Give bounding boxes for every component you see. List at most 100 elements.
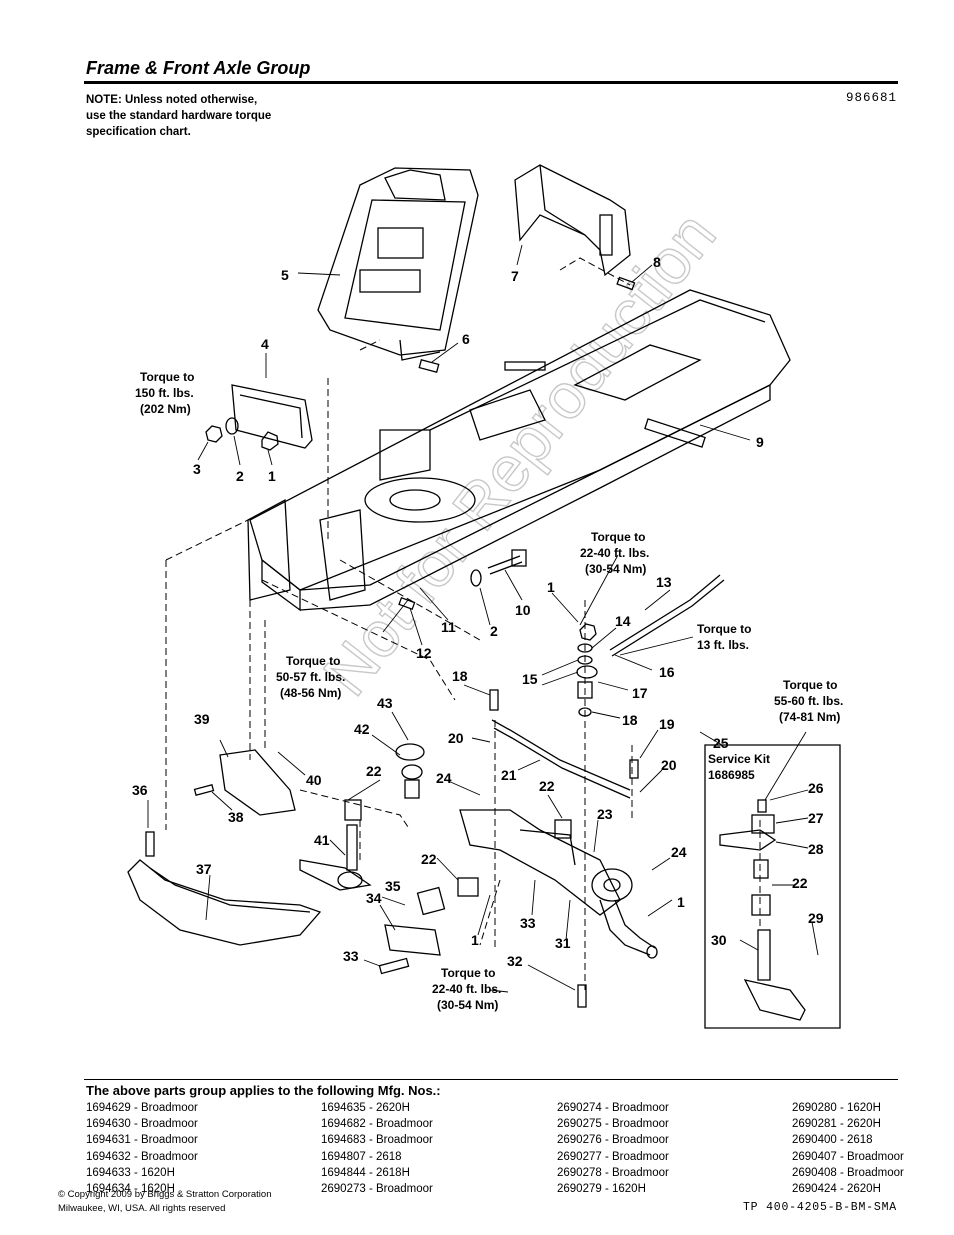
callout-label: 37 bbox=[196, 861, 212, 877]
callout-label: 6 bbox=[462, 331, 470, 347]
callout-label: 28 bbox=[808, 841, 824, 857]
callout-label: 33 bbox=[343, 948, 359, 964]
callout-label: 22 bbox=[539, 778, 555, 794]
torque-spec-13: Torque to 13 ft. lbs. bbox=[697, 622, 751, 652]
callout-label: 5 bbox=[281, 267, 289, 283]
callout-label: 32 bbox=[507, 953, 523, 969]
torque-line: (30-54 Nm) bbox=[437, 998, 498, 1012]
applies-heading: The above parts group applies to the fol… bbox=[86, 1083, 441, 1098]
callout-label: 7 bbox=[511, 268, 519, 284]
torque-line: 22-40 ft. lbs. bbox=[580, 546, 649, 560]
callout-label: 42 bbox=[354, 721, 370, 737]
part-bushings bbox=[344, 799, 572, 916]
torque-line: Torque to bbox=[591, 530, 645, 544]
mfg-number: 2690424 - 2620H bbox=[792, 1183, 881, 1196]
mfg-number: 1694635 - 2620H bbox=[321, 1102, 410, 1114]
part-steering-bracket bbox=[514, 164, 631, 277]
part-drag-link bbox=[491, 719, 631, 799]
callout-label: 34 bbox=[366, 890, 382, 906]
torque-line: (74-81 Nm) bbox=[779, 710, 840, 724]
callout-label: 26 bbox=[808, 780, 824, 796]
callout-label: 29 bbox=[808, 910, 824, 926]
callout-label: 4 bbox=[261, 336, 269, 352]
callout-label: 20 bbox=[448, 730, 464, 746]
callout-label: 23 bbox=[597, 806, 613, 822]
torque-spec-22-40-lower: Torque to 22-40 ft. lbs. (30-54 Nm) bbox=[432, 966, 501, 1012]
callout-label: 41 bbox=[314, 832, 330, 848]
callout-label: 43 bbox=[377, 695, 393, 711]
torque-line: 22-40 ft. lbs. bbox=[432, 982, 501, 996]
torque-line: (48-56 Nm) bbox=[280, 686, 341, 700]
leader-lines bbox=[147, 244, 819, 993]
callout-label: 15 bbox=[522, 671, 538, 687]
callout-label: 24 bbox=[436, 770, 452, 786]
torque-line: 150 ft. lbs. bbox=[135, 386, 194, 400]
mfg-number: 2690274 - Broadmoor bbox=[557, 1102, 669, 1114]
callout-label: 35 bbox=[385, 878, 401, 894]
callout-label: 22 bbox=[792, 875, 808, 891]
part-bumper-bracket bbox=[219, 749, 296, 816]
callout-label: 16 bbox=[659, 664, 675, 680]
part-pivot-stack bbox=[576, 623, 598, 717]
callout-label: 38 bbox=[228, 809, 244, 825]
callout-label: 39 bbox=[194, 711, 210, 727]
mfg-column-1: 1694629 - Broadmoor 1694630 - Broadmoor … bbox=[86, 1100, 198, 1197]
torque-line: Torque to bbox=[441, 966, 495, 980]
callout-label: 31 bbox=[555, 935, 571, 951]
mfg-number: 2690278 - Broadmoor bbox=[557, 1166, 669, 1179]
torque-line: 55-60 ft. lbs. bbox=[774, 694, 843, 708]
mfg-number: 2690280 - 1620H bbox=[792, 1102, 881, 1114]
torque-line: Torque to bbox=[697, 622, 751, 636]
callout-label: 1 bbox=[677, 894, 685, 910]
mfg-number: 1694632 - Broadmoor bbox=[86, 1150, 198, 1163]
mfg-number: 1694631 - Broadmoor bbox=[86, 1134, 198, 1147]
mfg-number: 2690400 - 2618 bbox=[792, 1134, 873, 1147]
part-pivot-bolt bbox=[470, 549, 527, 587]
mfg-number: 1694844 - 2618H bbox=[321, 1166, 410, 1179]
callout-numbers: 1 1 1 1 2 2 3 4 5 6 7 8 9 10 11 12 13 14… bbox=[132, 254, 824, 969]
callout-label: 1 bbox=[268, 468, 276, 484]
mfg-number: 1694633 - 1620H bbox=[86, 1166, 175, 1179]
note-line: NOTE: Unless noted otherwise, bbox=[86, 94, 258, 106]
mfg-column-2: 1694635 - 2620H 1694682 - Broadmoor 1694… bbox=[321, 1100, 433, 1197]
callout-label: 18 bbox=[452, 668, 468, 684]
service-kit-number: 1686985 bbox=[708, 768, 755, 782]
misc-bolts bbox=[193, 276, 639, 1008]
part-spindle bbox=[599, 899, 658, 959]
mfg-number: 2690273 - Broadmoor bbox=[321, 1183, 433, 1196]
callout-label: 17 bbox=[632, 685, 648, 701]
torque-spec-150: Torque to 150 ft. lbs. (202 Nm) bbox=[135, 370, 194, 416]
torque-spec-50-57: Torque to 50-57 ft. lbs. (48-56 Nm) bbox=[276, 654, 345, 700]
torque-note: NOTE: Unless noted otherwise, use the st… bbox=[86, 92, 271, 140]
mfg-column-3: 2690274 - Broadmoor 2690275 - Broadmoor … bbox=[557, 1100, 669, 1197]
part-washers bbox=[395, 743, 425, 799]
copyright-line: Milwaukee, WI, USA. All rights reserved bbox=[58, 1203, 226, 1214]
title-rule bbox=[84, 81, 898, 84]
mfg-column-4: 2690280 - 1620H 2690281 - 2620H 2690400 … bbox=[792, 1100, 904, 1197]
mfg-number: 2690407 - Broadmoor bbox=[792, 1150, 904, 1163]
callout-label: 22 bbox=[421, 851, 437, 867]
callout-label: 24 bbox=[671, 844, 687, 860]
mfg-number: 2690281 - 2620H bbox=[792, 1118, 881, 1131]
torque-line: 50-57 ft. lbs. bbox=[276, 670, 345, 684]
callout-label: 2 bbox=[236, 468, 244, 484]
callout-label: 20 bbox=[661, 757, 677, 773]
service-kit-label: Service Kit 1686985 bbox=[708, 752, 770, 782]
note-line: specification chart. bbox=[86, 126, 191, 138]
mfg-number: 1694682 - Broadmoor bbox=[321, 1118, 433, 1131]
torque-line: Torque to bbox=[286, 654, 340, 668]
service-kit-box bbox=[704, 744, 841, 1029]
callout-label: 13 bbox=[656, 574, 672, 590]
callout-label: 14 bbox=[615, 613, 631, 629]
service-kit-title: Service Kit bbox=[708, 752, 770, 766]
note-line: use the standard hardware torque bbox=[86, 110, 272, 122]
callout-label: 21 bbox=[501, 767, 517, 783]
mfg-number: 1694630 - Broadmoor bbox=[86, 1118, 198, 1131]
part-main-frame bbox=[249, 289, 791, 612]
part-tie-rod bbox=[609, 574, 725, 657]
bracket-hardware bbox=[205, 417, 279, 451]
torque-spec-22-40-upper: Torque to 22-40 ft. lbs. (30-54 Nm) bbox=[580, 530, 649, 576]
callout-label: 10 bbox=[515, 602, 531, 618]
mfg-number: 2690277 - Broadmoor bbox=[557, 1150, 669, 1163]
copyright-notice: © Copyright 2009 by Briggs & Stratton Co… bbox=[58, 1188, 271, 1216]
